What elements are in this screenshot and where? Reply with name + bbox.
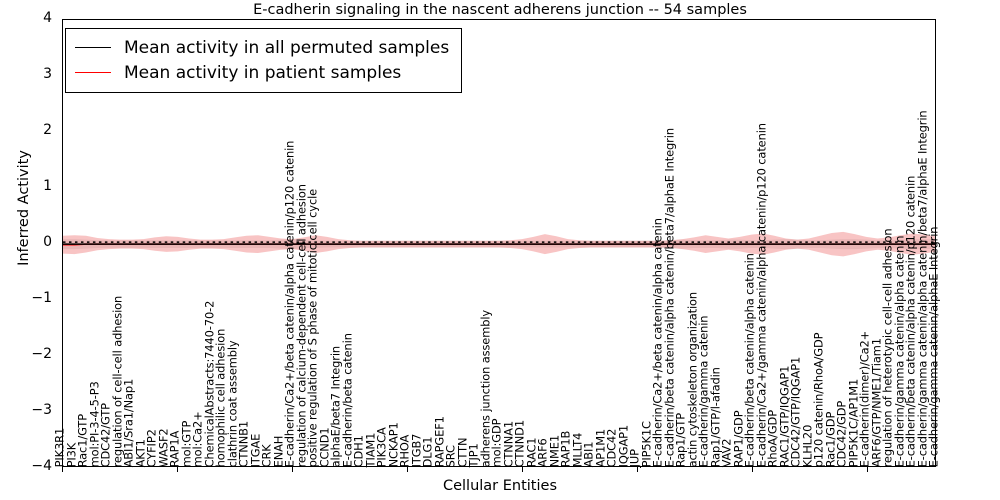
x-tick-mark	[522, 467, 524, 472]
legend-label-patient: Mean activity in patient samples	[124, 62, 402, 83]
x-tick-mark	[292, 467, 294, 472]
y-tick-label: −1	[31, 290, 52, 306]
plot-area	[62, 19, 936, 467]
y-tick-label: 4	[43, 10, 52, 26]
y-tick-label: 3	[43, 66, 52, 82]
y-tick-label: −2	[31, 346, 52, 362]
chart-title: E-cadherin signaling in the nascent adhe…	[253, 2, 747, 18]
x-tick-mark	[637, 467, 639, 472]
x-tick-mark	[62, 467, 64, 472]
legend-entry-permuted: Mean activity in all permuted samples	[75, 35, 449, 60]
y-tick-label: 0	[43, 234, 52, 250]
x-tick-mark	[177, 467, 179, 472]
x-tick-mark	[407, 467, 409, 472]
x-axis-title: Cellular Entities	[442, 478, 558, 494]
y-tick-label: 2	[43, 122, 52, 138]
x-axis-label: positive regulation of S phase of mitoti…	[305, 188, 320, 468]
x-tick-mark	[752, 467, 754, 472]
y-tick-label: 1	[43, 178, 52, 194]
x-tick-mark	[867, 467, 869, 472]
legend-swatch-red	[75, 72, 111, 73]
y-axis-title: Inferred Activity	[16, 150, 32, 266]
series-canvas	[63, 231, 935, 257]
chart-legend: Mean activity in all permuted samples Me…	[65, 28, 463, 93]
x-axis-label: E-cadherin/gamma catenin/alphaE Integrin	[926, 226, 941, 467]
y-tick-label: −3	[31, 402, 52, 418]
y-tick-label: −4	[31, 458, 52, 474]
legend-swatch-black	[75, 47, 111, 48]
legend-label-permuted: Mean activity in all permuted samples	[124, 37, 450, 58]
plot-layers	[63, 20, 935, 466]
legend-entry-patient: Mean activity in patient samples	[75, 60, 449, 85]
